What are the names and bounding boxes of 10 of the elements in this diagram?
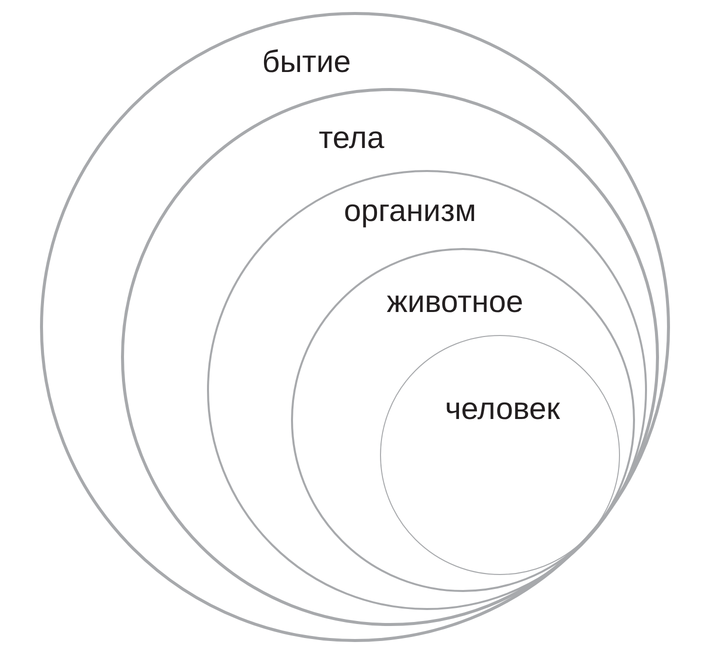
set-circle — [291, 248, 635, 592]
set-circle — [380, 335, 620, 575]
set-label: человек — [445, 392, 560, 424]
set-circle — [40, 12, 670, 642]
set-label: животное — [386, 286, 524, 317]
set-label: организм — [344, 195, 476, 226]
set-label: бытие — [262, 46, 351, 76]
set-label: тела — [318, 122, 384, 152]
set-circle — [206, 170, 646, 610]
set-circle — [120, 88, 658, 626]
